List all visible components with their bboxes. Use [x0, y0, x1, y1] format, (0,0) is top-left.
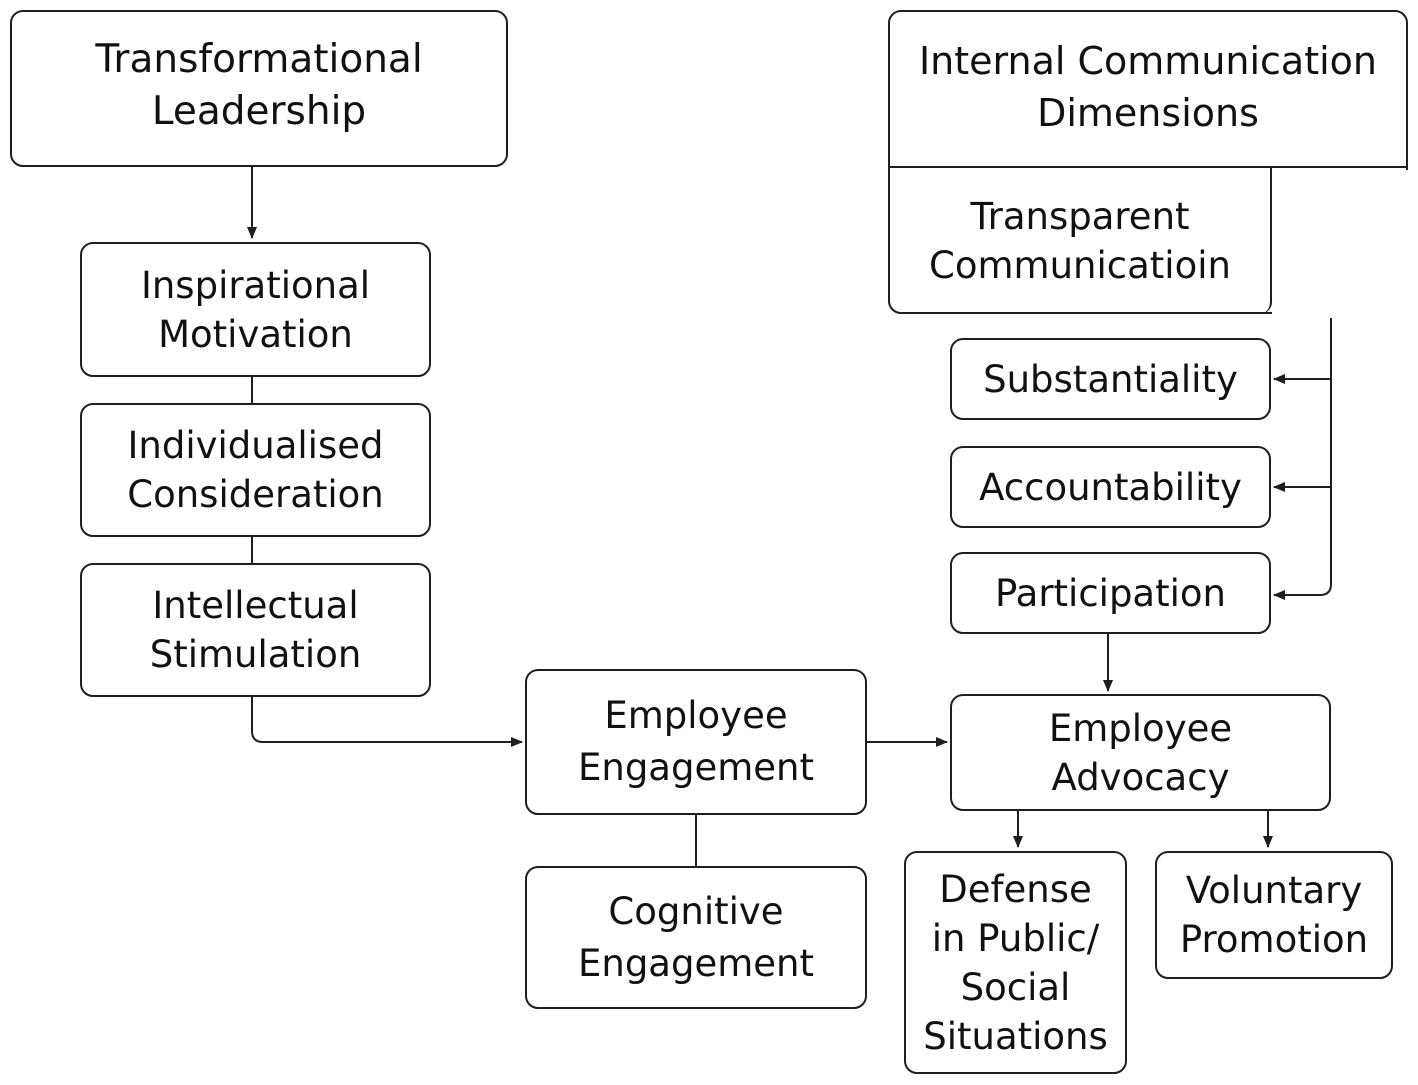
node-label-line: Accountability — [979, 465, 1242, 509]
node-label-line: Inspirational — [140, 263, 371, 307]
node-internal-communication-dimensions: Internal Communication Dimensions — [890, 12, 1406, 168]
node-label-line: Communicatioin — [929, 244, 1231, 287]
node-voluntary-promotion: Voluntary Promotion — [1155, 851, 1393, 979]
node-employee-advocacy: Employee Advocacy — [950, 694, 1331, 811]
node-label-line: Engagement — [577, 746, 814, 789]
node-label-line: Situations — [923, 1014, 1108, 1058]
node-internal-communication-group: Internal Communication Dimensions Transp… — [888, 10, 1410, 318]
node-label-line: Stimulation — [149, 633, 362, 676]
node-transparent-communication: Transparent Communicatioin — [890, 168, 1272, 314]
node-cognitive-engagement: Cognitive Engagement — [525, 866, 867, 1009]
node-employee-engagement: Employee Engagement — [525, 669, 867, 815]
node-label-line: in Public/ — [931, 916, 1100, 960]
edge-intellectual-to-engagement — [251, 697, 523, 747]
node-label-line: Engagement — [577, 941, 814, 985]
node-transformational-leadership: Transformational Leadership — [10, 10, 508, 167]
node-label-line: Employee — [1048, 706, 1233, 750]
node-intellectual-stimulation: Intellectual Stimulation — [80, 563, 431, 697]
node-label-line: Leadership — [151, 88, 367, 134]
node-label-line: Social — [960, 965, 1071, 1009]
node-label-line: Voluntary — [1185, 869, 1363, 912]
node-label-line: Motivation — [158, 312, 353, 356]
node-label-line: Consideration — [127, 473, 384, 516]
node-defense-public-social: Defense in Public/ Social Situations — [904, 851, 1127, 1074]
node-label-line: Advocacy — [1051, 755, 1230, 799]
node-label-line: Defense — [939, 867, 1092, 911]
node-label-line: Cognitive — [608, 889, 784, 933]
node-label-line: Promotion — [1179, 918, 1369, 961]
node-label-line: Transformational — [95, 36, 423, 82]
node-label-line: Internal Communication — [918, 39, 1378, 83]
node-participation: Participation — [950, 552, 1271, 634]
node-label-line: Dimensions — [1037, 91, 1259, 135]
node-accountability: Accountability — [950, 446, 1271, 528]
node-label-line: Participation — [995, 571, 1226, 615]
node-label-line: Employee — [604, 694, 788, 737]
node-substantiality: Substantiality — [950, 338, 1271, 420]
node-inspirational-motivation: Inspirational Motivation — [80, 242, 431, 377]
group-corner-mask — [1272, 170, 1410, 318]
node-label-line: Individualised — [127, 424, 384, 467]
node-label-line: Substantiality — [983, 357, 1238, 401]
node-label-line: Intellectual — [152, 584, 359, 627]
node-individualised-consideration: Individualised Consideration — [80, 403, 431, 537]
node-label-line: Transparent — [970, 195, 1190, 238]
